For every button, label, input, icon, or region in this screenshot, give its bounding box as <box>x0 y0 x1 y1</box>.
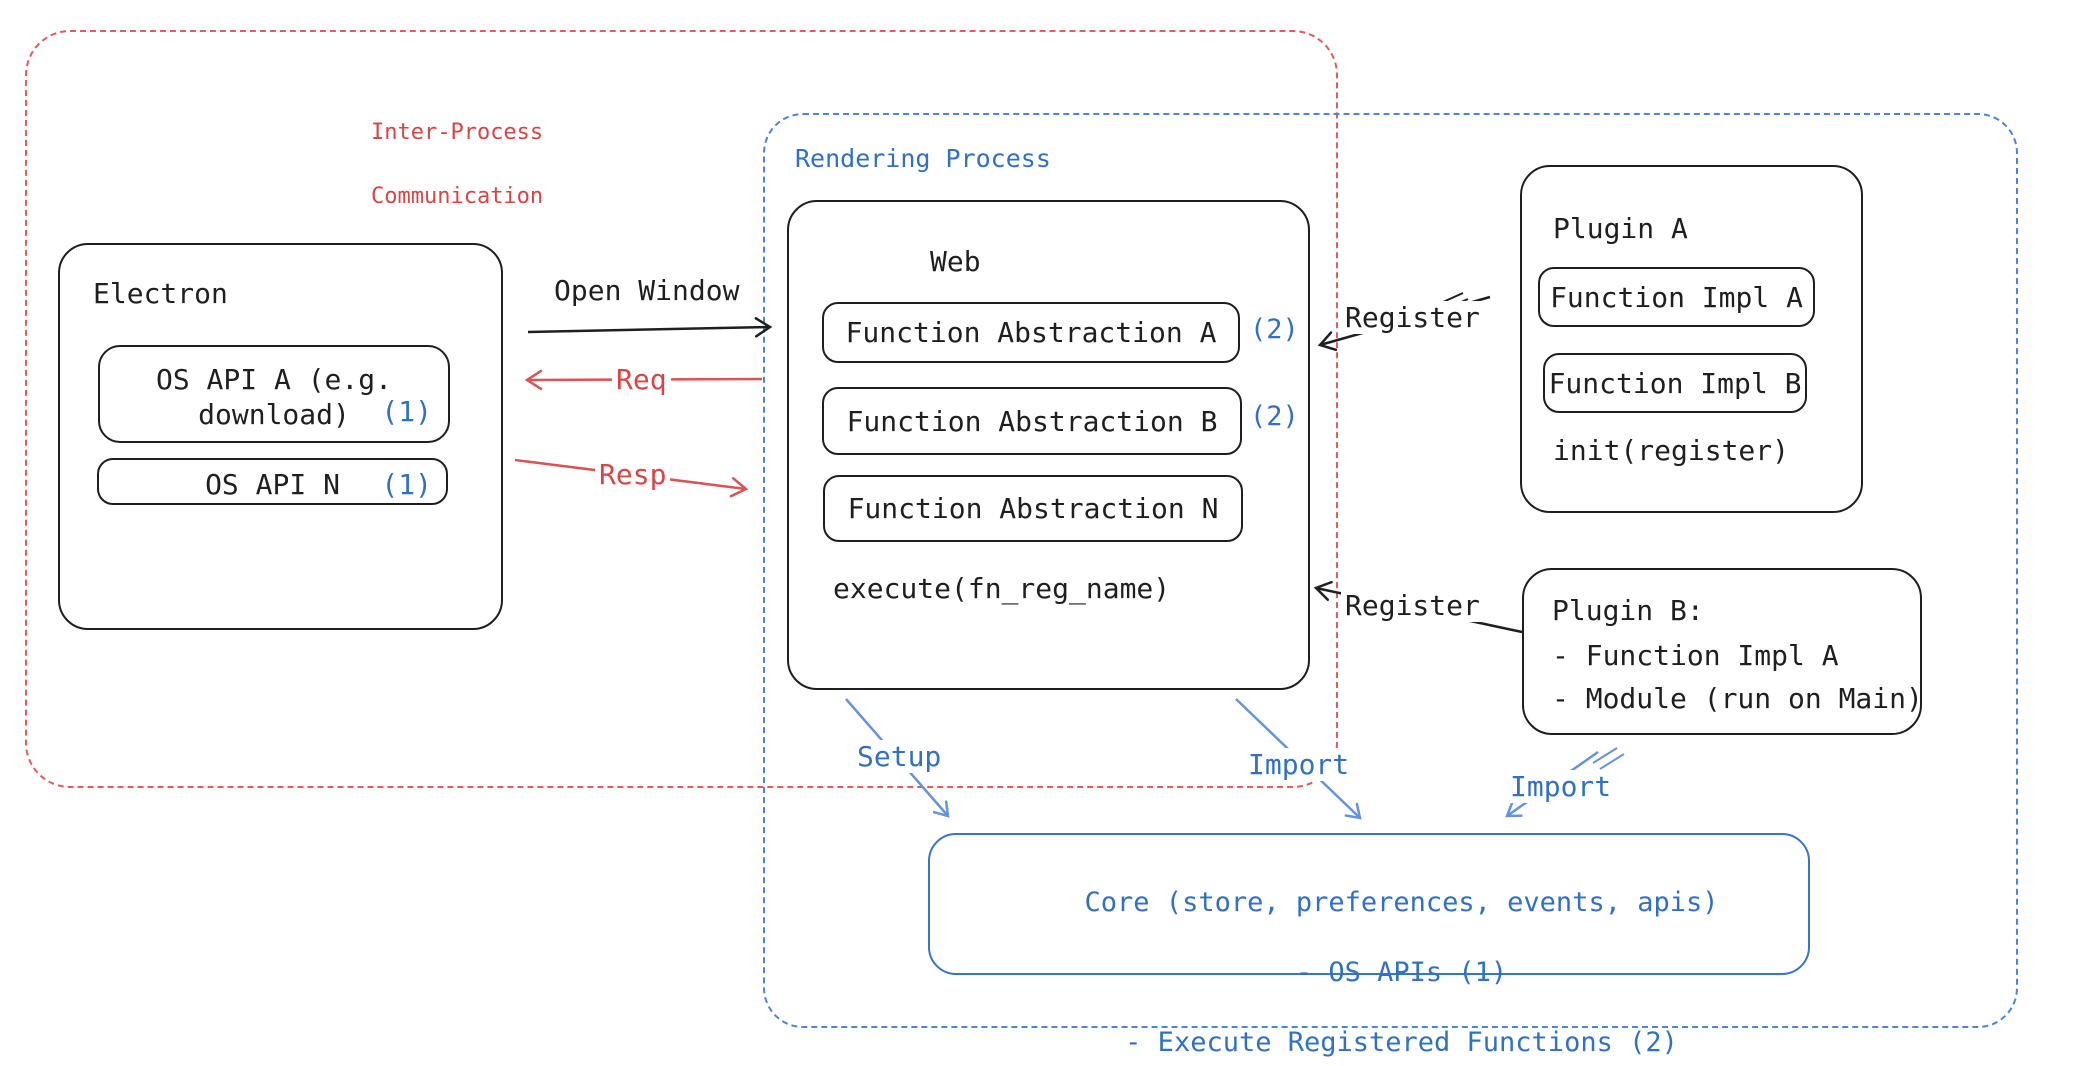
ipc-label-line2: Communication <box>370 184 544 209</box>
function-abstraction-b-box: Function Abstraction B <box>822 387 1242 455</box>
req-label: Req <box>612 363 671 396</box>
function-abstraction-a-box: Function Abstraction A <box>822 302 1240 363</box>
import-web-label: Import <box>1244 748 1354 781</box>
os-api-a-badge: (1) <box>381 395 432 428</box>
function-abstraction-b-badge: (2) <box>1250 401 1299 432</box>
register-b-label: Register <box>1341 589 1484 622</box>
setup-label: Setup <box>853 740 946 773</box>
function-impl-a-label: Function Impl A <box>1550 280 1803 314</box>
import-plugin-label: Import <box>1506 770 1616 803</box>
os-api-n-box: OS API N (1) <box>97 458 448 505</box>
electron-title: Electron <box>93 277 228 310</box>
os-api-a-line2: download) <box>198 398 350 431</box>
resp-label: Resp <box>595 458 671 491</box>
plugin-a-title: Plugin A <box>1553 212 1688 245</box>
ipc-boundary <box>25 30 1338 788</box>
core-line-1: Core (store, preferences, events, apis) <box>1084 887 1719 918</box>
function-abstraction-n-box: Function Abstraction N <box>823 475 1243 542</box>
open-window-label: Open Window <box>554 274 740 307</box>
plugin-b-title: Plugin B: <box>1552 594 1704 627</box>
os-api-n-badge: (1) <box>381 468 432 501</box>
web-box <box>787 200 1310 690</box>
plugin-b-box <box>1522 568 1922 735</box>
function-abstraction-n-label: Function Abstraction N <box>847 492 1219 525</box>
core-line-2: - OS APIs (1) <box>1295 957 1508 988</box>
ipc-label-line1: Inter-Process <box>370 120 544 145</box>
function-impl-b-label: Function Impl B <box>1548 366 1802 400</box>
rendering-process-boundary <box>763 113 2018 1028</box>
plugin-b-item-2: - Module (run on Main) <box>1552 682 1923 715</box>
init-register-label: init(register) <box>1553 434 1790 467</box>
function-abstraction-b-label: Function Abstraction B <box>846 404 1218 438</box>
os-api-a-box: OS API A (e.g. download) (1) <box>98 345 450 443</box>
core-text: Core (store, preferences, events, apis) … <box>928 850 1810 1066</box>
plugin-b-item-1: - Function Impl A <box>1552 639 1839 672</box>
execute-label: execute(fn_reg_name) <box>833 572 1171 605</box>
plugin-a-box <box>1520 165 1863 513</box>
import-plugin-tick <box>1592 747 1625 770</box>
electron-box <box>58 243 503 630</box>
function-abstraction-a-badge: (2) <box>1250 314 1299 345</box>
rendering-process-label: Rendering Process <box>795 144 1051 173</box>
core-line-3: - Execute Registered Functions (2) <box>1125 1027 1678 1058</box>
open-window-arrow <box>527 317 773 338</box>
os-api-a-line1: OS API A (e.g. <box>155 363 392 396</box>
web-title: Web <box>930 245 981 278</box>
register-a-label: Register <box>1341 301 1484 334</box>
os-api-n-label: OS API N <box>205 468 340 501</box>
function-impl-b-box: Function Impl B <box>1543 353 1807 413</box>
function-impl-a-box: Function Impl A <box>1538 267 1815 327</box>
core-box <box>928 833 1810 975</box>
function-abstraction-a-label: Function Abstraction A <box>845 316 1217 349</box>
ipc-label: Inter-Process Communication <box>318 85 543 245</box>
